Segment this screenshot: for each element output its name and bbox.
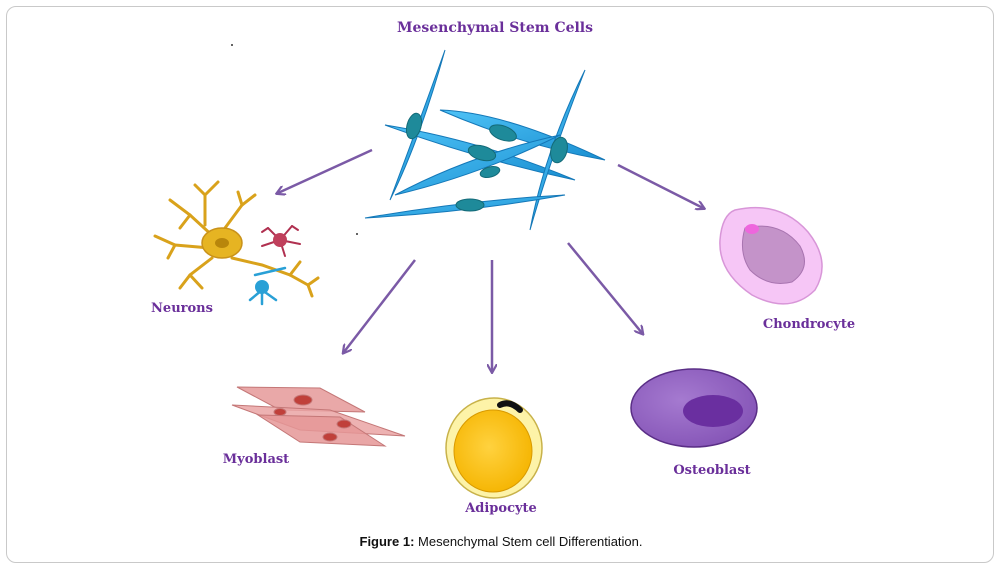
stray-dot <box>231 44 233 46</box>
myoblast-label: Myoblast <box>223 452 289 467</box>
adipocyte-illustration <box>445 397 543 499</box>
myoblast-illustration <box>231 386 406 447</box>
arrow-to-neurons <box>278 148 373 193</box>
neuron-illustration <box>153 180 320 306</box>
chondrocyte-label: Chondrocyte <box>763 317 855 332</box>
arrow-to-chondrocyte <box>617 163 703 208</box>
caption-text: Mesenchymal Stem cell Differentiation. <box>418 534 643 549</box>
differentiation-arrows <box>278 148 703 371</box>
osteoblast-label: Osteoblast <box>673 463 750 478</box>
chondrocyte-illustration <box>719 206 823 305</box>
arrow-to-osteoblast <box>567 242 642 333</box>
osteoblast-illustration <box>630 368 758 448</box>
caption-label: Figure 1: <box>359 534 415 549</box>
figure-caption: Figure 1: Mesenchymal Stem cell Differen… <box>0 534 1002 549</box>
adipocyte-label: Adipocyte <box>464 501 537 516</box>
mesenchymal-stem-cells-cluster <box>364 49 606 231</box>
neurons-label: Neurons <box>151 301 213 316</box>
stray-dot <box>356 233 358 235</box>
diagram-title: Mesenchymal Stem Cells <box>397 20 593 36</box>
arrow-to-myoblast <box>344 259 416 352</box>
